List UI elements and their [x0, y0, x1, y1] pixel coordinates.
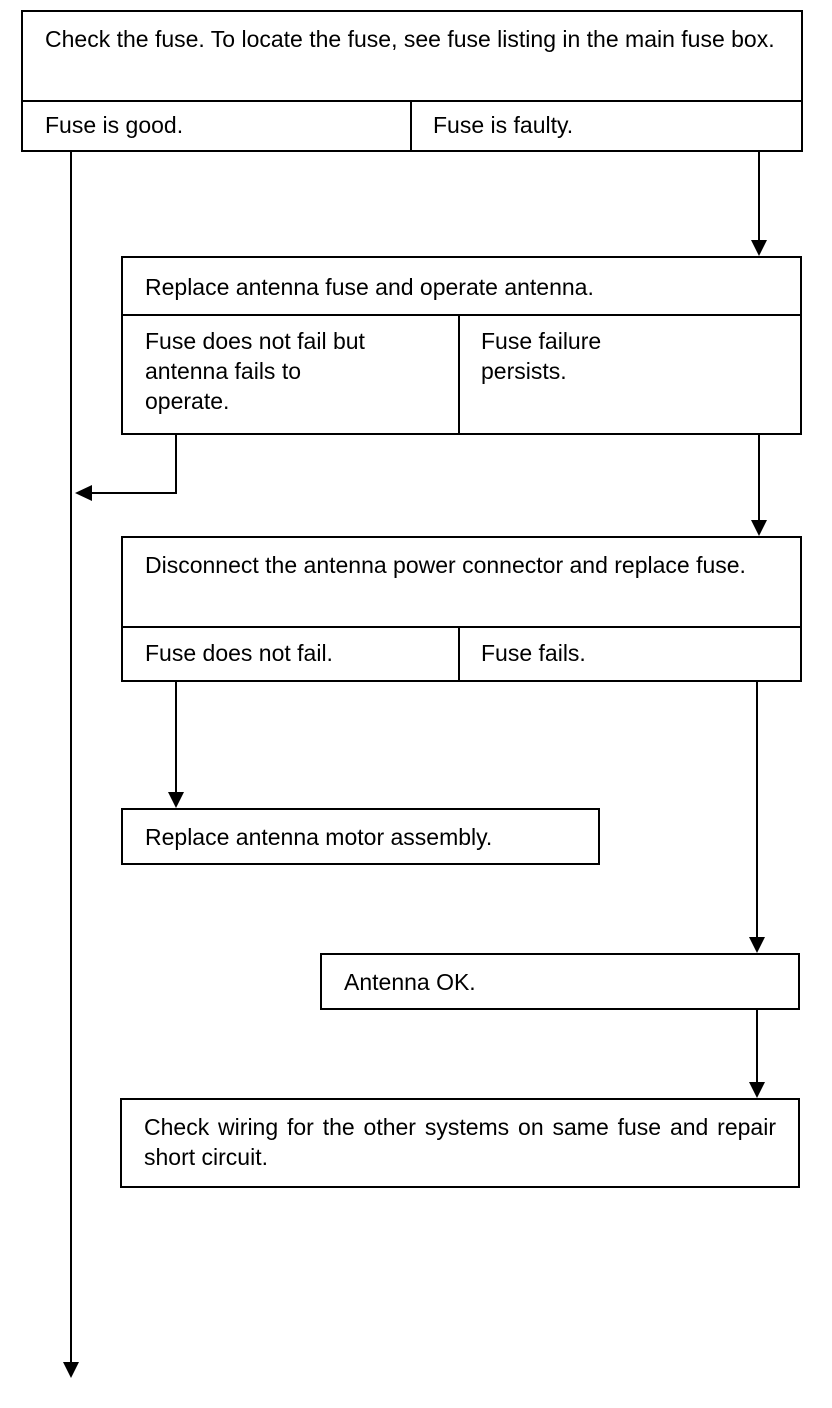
check-wiring-text: Check wiring for the other systems on sa…	[144, 1114, 776, 1170]
arrowhead-step3	[751, 520, 767, 536]
step2-divider	[123, 314, 800, 316]
step3-divider	[123, 626, 800, 628]
step3-outcome-fails: Fuse fails.	[481, 640, 586, 666]
step2-outcome-divider	[458, 316, 460, 433]
step3-box: Disconnect the antenna power connector a…	[121, 536, 802, 682]
check-wiring-box: Check wiring for the other systems on sa…	[120, 1098, 800, 1188]
arrowhead-left	[75, 485, 92, 501]
step3-instruction: Disconnect the antenna power connector a…	[145, 552, 746, 578]
arrowhead-motor	[168, 792, 184, 808]
step3-outcome-not-fail: Fuse does not fail.	[145, 640, 333, 666]
replace-motor-text: Replace antenna motor assembly.	[145, 824, 493, 850]
arrowhead-step2	[751, 240, 767, 256]
antenna-ok-text: Antenna OK.	[344, 969, 476, 995]
step2-instruction: Replace antenna fuse and operate antenna…	[145, 274, 594, 300]
step1-outcome-faulty: Fuse is faulty.	[433, 112, 574, 138]
step1-divider	[23, 100, 801, 102]
arrowhead-ok	[749, 937, 765, 953]
step1-outcome-good: Fuse is good.	[45, 112, 184, 138]
step2-outcome-failure-persists: Fuse failure persists.	[481, 328, 602, 384]
step1-outcome-divider	[410, 102, 412, 150]
step1-box: Check the fuse. To locate the fuse, see …	[21, 10, 803, 152]
arrowhead-bottom	[63, 1362, 79, 1378]
step3-outcome-divider	[458, 628, 460, 680]
step2-box: Replace antenna fuse and operate antenna…	[121, 256, 802, 435]
step1-instruction: Check the fuse. To locate the fuse, see …	[45, 26, 775, 52]
step2-outcome-antenna-fails: Fuse does not fail but antenna fails to …	[145, 328, 365, 414]
arrowhead-wiring	[749, 1082, 765, 1098]
arrow-antenna-fails-to-main	[92, 435, 177, 494]
replace-motor-box: Replace antenna motor assembly.	[121, 808, 600, 865]
antenna-ok-box: Antenna OK.	[320, 953, 800, 1010]
